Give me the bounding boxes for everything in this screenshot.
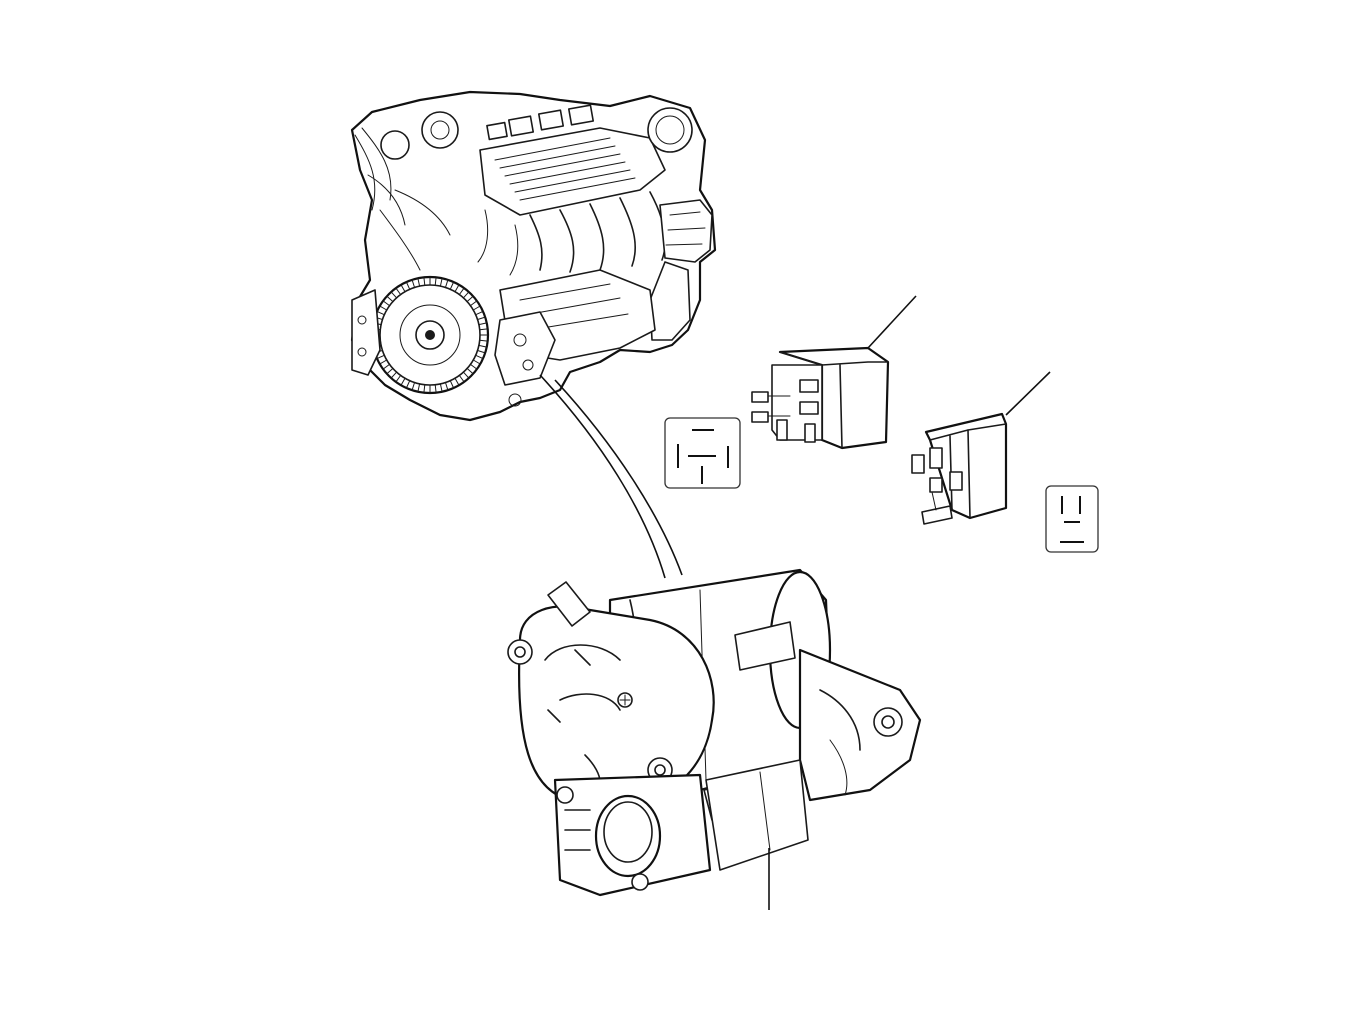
ring-gear-tooth xyxy=(379,359,388,365)
ring-gear-tooth xyxy=(405,281,411,290)
ring-gear-tooth xyxy=(376,310,385,316)
relay-large-leader xyxy=(867,295,917,349)
engine-to-starter-link xyxy=(539,374,683,579)
ring-gear-tooth xyxy=(379,305,388,311)
ring-gear-tooth xyxy=(477,316,486,320)
ring-gear-tooth xyxy=(445,382,449,391)
ring-gear-tooth xyxy=(400,377,406,386)
relay-small-icon xyxy=(911,371,1051,525)
ring-gear-tooth xyxy=(434,384,437,394)
relay-large-pinout-icon xyxy=(664,417,741,489)
ring-gear-tooth xyxy=(390,371,397,379)
intake-runners xyxy=(477,191,666,276)
relay-small-leader xyxy=(1005,371,1051,416)
relay-small-pinout-icon xyxy=(1045,485,1099,553)
ring-gear-tooth xyxy=(405,380,411,389)
ring-gear-tooth xyxy=(479,339,489,342)
ring-gear-tooth xyxy=(439,277,443,287)
ring-gear-tooth xyxy=(472,305,481,311)
ring-gear-tooth xyxy=(478,322,488,326)
ring-gear-tooth xyxy=(478,344,488,348)
ring-gear-tooth xyxy=(395,287,402,295)
ring-gear-tooth xyxy=(376,354,385,360)
ring-gear-tooth xyxy=(449,281,455,290)
ring-gear-tooth xyxy=(411,382,415,391)
ring-gear-tooth xyxy=(423,384,426,394)
ring-gear-tooth xyxy=(434,276,437,286)
intake-plenum xyxy=(479,104,666,216)
ring-gear-tooth xyxy=(477,350,486,354)
ring-gear-tooth xyxy=(449,380,455,389)
ring-gear-tooth xyxy=(386,368,394,375)
ring-gear-tooth xyxy=(423,276,426,286)
ring-gear-tooth xyxy=(439,383,443,393)
ring-gear-tooth xyxy=(466,368,474,375)
ring-gear-tooth xyxy=(454,377,460,386)
ring-gear-tooth xyxy=(411,279,415,288)
ring-gear-tooth xyxy=(382,363,390,370)
engine-assembly-icon xyxy=(350,90,717,422)
ring-gear-tooth xyxy=(382,300,390,307)
ring-gear-tooth xyxy=(454,284,460,293)
ring-gear-tooth xyxy=(417,383,421,393)
ring-gear-tooth xyxy=(479,328,489,331)
ring-gear-tooth xyxy=(386,295,394,302)
ring-gear-tooth xyxy=(470,363,478,370)
ring-gear-tooth xyxy=(466,295,474,302)
ring-gear-tooth xyxy=(445,279,449,288)
ring-gear-tooth xyxy=(458,375,465,383)
ring-gear-tooth xyxy=(463,371,470,379)
ring-gear-tooth xyxy=(470,300,478,307)
ring-gear-tooth xyxy=(390,291,397,299)
ring-gear-tooth xyxy=(417,277,421,287)
ring-gear-tooth xyxy=(475,354,484,360)
ring-gear-tooth xyxy=(463,291,470,299)
ring-gear-tooth xyxy=(472,359,481,365)
ring-gear-tooth xyxy=(458,287,465,295)
ring-gear-tooth xyxy=(395,375,402,383)
ring-gear-tooth xyxy=(475,310,484,316)
starter-motor-icon xyxy=(507,568,922,897)
relay-large-icon xyxy=(751,295,917,450)
flywheel-icon xyxy=(370,275,490,395)
ring-gear-tooth xyxy=(400,284,406,293)
